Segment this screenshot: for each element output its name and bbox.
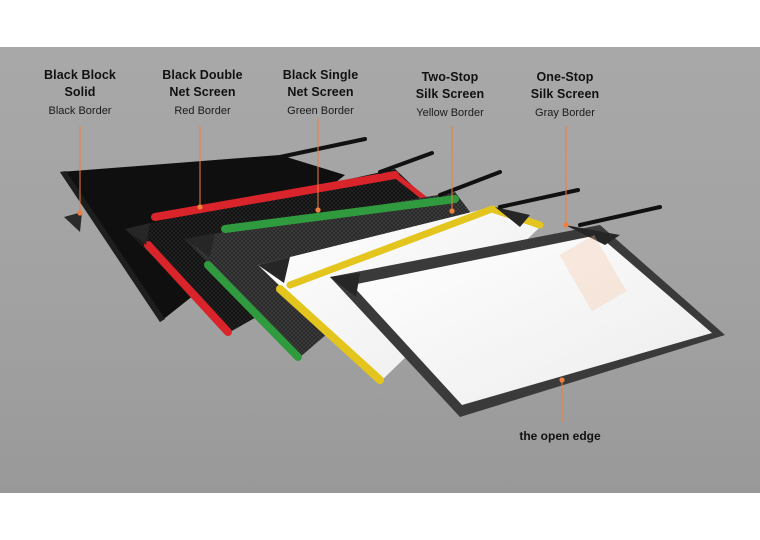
label-two-stop-silk: Two-Stop Silk Screen Yellow Border [390, 69, 510, 121]
leader-dots [77, 204, 569, 383]
open-edge-callout: the open edge [519, 429, 601, 443]
border-color-text: Green Border [287, 105, 354, 117]
label-black-single-net: Black Single Net Screen Green Border [258, 67, 383, 119]
product-photo: Black Block Solid Black Border Black Dou… [0, 47, 760, 493]
screen-name: Black Double Net Screen [162, 68, 243, 99]
label-black-double-net: Black Double Net Screen Red Border [140, 67, 265, 119]
border-color-text: Yellow Border [416, 107, 484, 119]
leader-lines [79, 119, 567, 422]
label-black-block-solid: Black Block Solid Black Border [20, 67, 140, 119]
flag-panels-illustration [60, 119, 725, 422]
screen-name: One-Stop Silk Screen [530, 70, 600, 101]
screen-name: Black Block Solid [44, 68, 116, 99]
screen-name: Two-Stop Silk Screen [415, 70, 485, 101]
border-color-text: Black Border [48, 105, 112, 117]
screen-name: Black Single Net Screen [282, 68, 359, 99]
border-color-text: Red Border [174, 105, 231, 117]
label-one-stop-silk: One-Stop Silk Screen Gray Border [505, 69, 625, 121]
one-stop-silk-panel [330, 205, 725, 417]
border-color-text: Gray Border [535, 107, 595, 119]
